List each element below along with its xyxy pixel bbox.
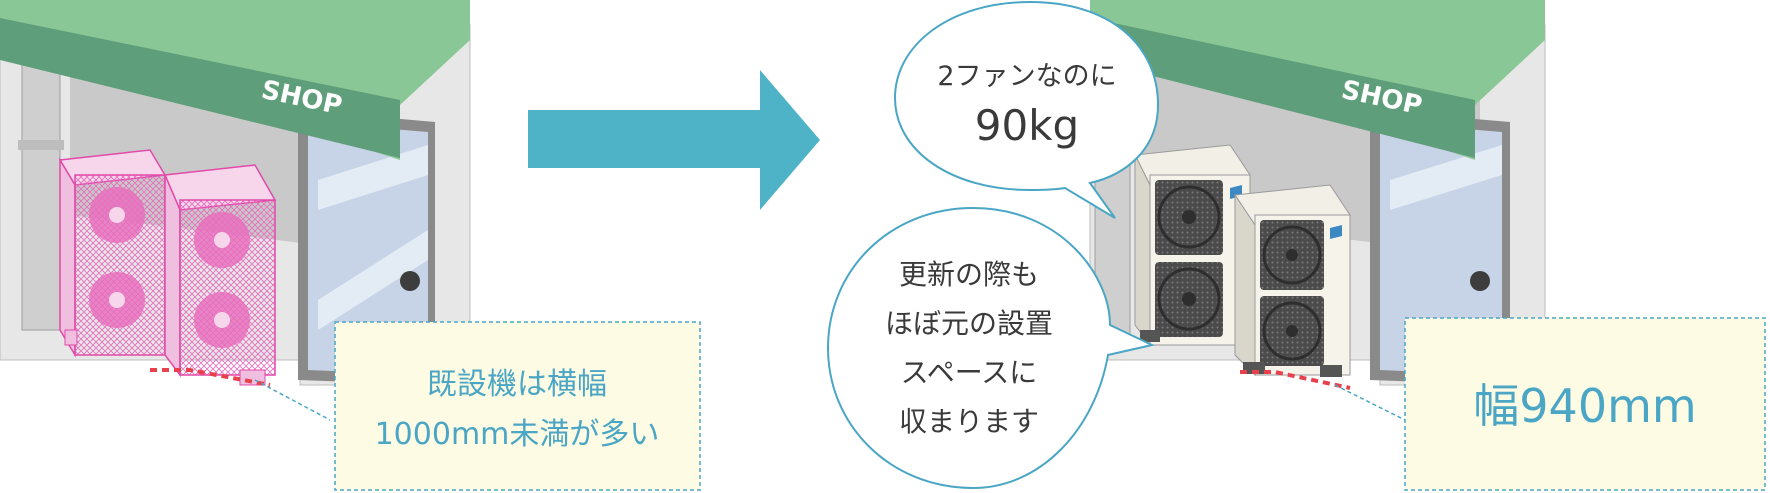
left-glass-reflection — [318, 145, 428, 210]
brand-logo-icon — [1330, 225, 1342, 239]
bubble-bottom-line4: 収まります — [899, 405, 1039, 438]
left-note-line2: 1000mm未満が多い — [375, 417, 660, 452]
new-unit-1 — [1134, 144, 1251, 347]
old-unit-1 — [58, 149, 167, 358]
left-width-marker — [150, 368, 271, 387]
speech-bubble-top — [893, 0, 1160, 219]
right-width-marker — [1240, 370, 1351, 390]
bubble-top-line1: 2ファンなのに — [937, 61, 1116, 92]
left-glass-reflection-2 — [318, 230, 428, 330]
right-scene: SHOP — [826, 0, 1766, 491]
bubble-bottom-line3: スペースに — [901, 356, 1038, 389]
transition-arrow — [528, 70, 820, 210]
bubble-bottom-line2: ほぼ元の設置 — [885, 307, 1053, 340]
right-callout-line — [1334, 384, 1406, 421]
right-note-box — [1404, 317, 1766, 491]
right-door-handle — [1470, 271, 1490, 291]
left-awning-front — [0, 18, 400, 158]
right-glass-reflection — [1390, 145, 1502, 210]
left-note-box — [334, 321, 701, 491]
bubble-top-line2: 90kg — [975, 101, 1079, 150]
bubble-bottom-line1: 更新の際も — [899, 258, 1039, 291]
right-arrow-icon — [528, 70, 820, 210]
right-width-note: 幅940mm — [1473, 379, 1696, 433]
speech-bubble-bottom — [826, 206, 1156, 490]
left-door-handle — [400, 271, 420, 291]
left-drain-pipe — [21, 29, 61, 331]
left-scene: SHOP 既設機は横幅 1000mm未満が多い — [0, 0, 701, 491]
right-awning-front — [1090, 18, 1475, 158]
left-pipe-band — [18, 140, 64, 150]
new-unit-2 — [1234, 184, 1351, 377]
old-unit-2 — [163, 164, 277, 386]
left-note-line1: 既設機は横幅 — [427, 367, 607, 402]
left-callout-line — [254, 379, 331, 421]
